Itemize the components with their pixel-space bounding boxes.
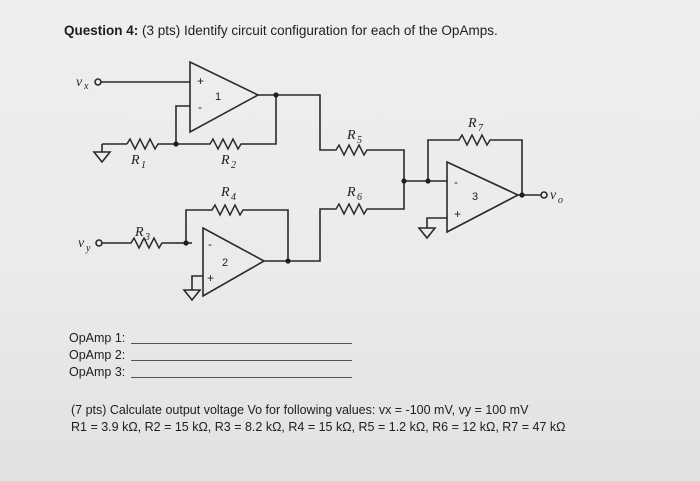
svg-text:-: - (454, 175, 458, 189)
svg-text:-: - (198, 100, 202, 114)
svg-text:+: + (197, 74, 204, 88)
opamp-3: - + 3 (446, 160, 520, 234)
svg-text:4: 4 (231, 192, 236, 203)
svg-text:R: R (467, 116, 477, 131)
answer-blank-opamp1[interactable] (131, 343, 352, 344)
svg-text:R: R (346, 185, 356, 200)
resistor-r5: R 5 (330, 128, 377, 157)
resistor-r3: R 3 (121, 225, 176, 250)
calculation-line-1: (7 pts) Calculate output voltage Vo for … (71, 403, 529, 417)
svg-text:x: x (83, 81, 89, 92)
answer-label: OpAmp 3: (69, 365, 126, 379)
answer-blank-opamp3[interactable] (131, 377, 352, 378)
ground-symbol-r1 (92, 151, 112, 164)
svg-text:v: v (78, 236, 85, 251)
opamp-2: - + 2 (202, 226, 266, 298)
svg-text:3: 3 (144, 232, 150, 243)
svg-text:R: R (220, 185, 230, 200)
calculation-prompt: (7 pts) Calculate output voltage Vo for … (71, 402, 565, 436)
svg-text:v: v (550, 188, 557, 203)
resistor-r2: R 2 (176, 137, 258, 171)
svg-text:2: 2 (231, 160, 236, 171)
answer-row-opamp1: OpAmp 1: (69, 330, 352, 347)
calculation-line-2: R1 = 3.9 kΩ, R2 = 15 kΩ, R3 = 8.2 kΩ, R4… (71, 420, 566, 434)
svg-text:R: R (220, 153, 230, 168)
svg-text:o: o (558, 195, 563, 206)
svg-text:v: v (76, 75, 83, 90)
svg-text:1: 1 (215, 91, 221, 103)
resistor-r6: R 6 (330, 185, 377, 216)
question-title: Question 4: (3 pts) Identify circuit con… (64, 23, 498, 38)
answer-blank-opamp2[interactable] (131, 360, 352, 361)
svg-text:R: R (130, 153, 140, 168)
resistor-r7: R 7 (452, 116, 500, 147)
answer-section: OpAmp 1: OpAmp 2: OpAmp 3: (69, 330, 352, 381)
question-label: Question 4: (64, 23, 139, 38)
svg-text:1: 1 (141, 160, 146, 171)
answer-row-opamp2: OpAmp 2: (69, 347, 352, 364)
svg-text:2: 2 (222, 257, 228, 269)
junction-dots (173, 92, 525, 264)
answer-label: OpAmp 1: (69, 331, 126, 345)
svg-text:R: R (134, 225, 144, 240)
ground-symbol-opamp2 (182, 289, 202, 302)
terminal-vy: v y (78, 236, 103, 254)
circuit-wires (101, 81, 541, 290)
opamp-1: + - 1 (189, 60, 260, 134)
ground-symbol-opamp3 (417, 227, 437, 240)
svg-text:R: R (346, 128, 356, 143)
resistor-r1: R 1 (126, 137, 176, 171)
terminal-vx: v x (76, 75, 102, 92)
svg-text:3: 3 (472, 191, 478, 203)
svg-text:y: y (85, 243, 91, 254)
answer-label: OpAmp 2: (69, 348, 126, 362)
question-text: (3 pts) Identify circuit configuration f… (142, 23, 498, 38)
svg-text:6: 6 (357, 192, 362, 203)
answer-row-opamp3: OpAmp 3: (69, 364, 352, 381)
svg-text:7: 7 (478, 123, 484, 134)
svg-text:5: 5 (357, 135, 362, 146)
svg-text:+: + (207, 271, 214, 285)
svg-text:-: - (208, 237, 212, 251)
svg-text:+: + (454, 207, 461, 221)
terminal-vo: v o (540, 188, 563, 206)
resistor-r4: R 4 (205, 185, 258, 217)
